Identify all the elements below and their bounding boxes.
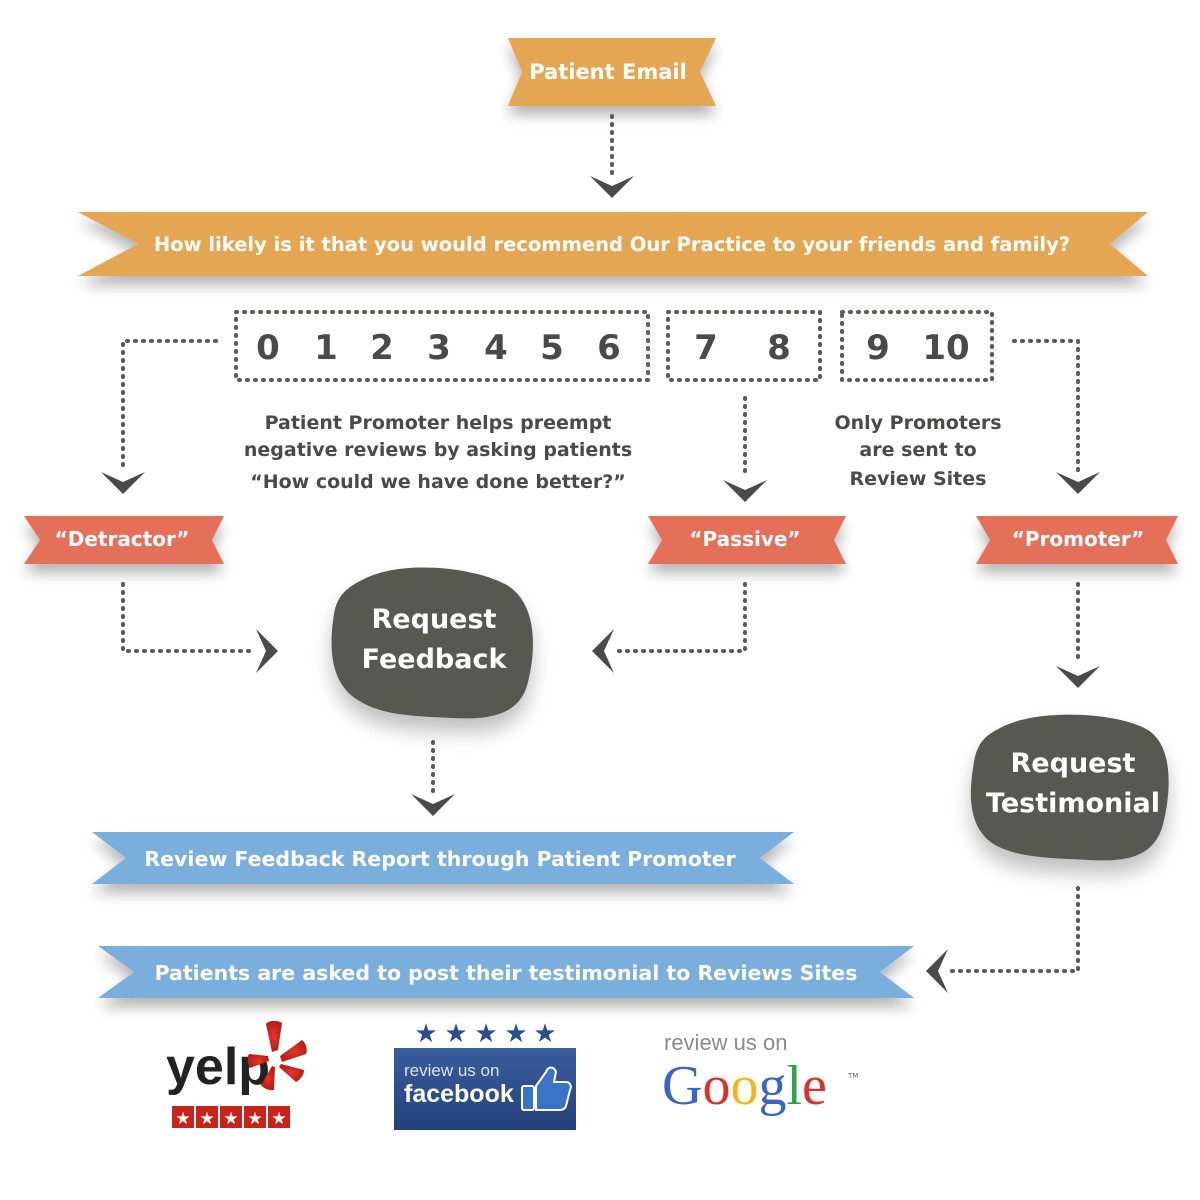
post-ribbon-text: Patients are asked to post their testimo… [155,961,858,985]
note-right-line-1: Only Promoters [834,412,1001,434]
detractor-note: Patient Promoter helps preempt negative … [244,412,632,493]
request-testimonial-blob [970,714,1169,861]
score-3: 3 [427,328,451,368]
promoter-ribbon [976,516,1178,564]
score-4: 4 [484,328,508,368]
svg-text:★: ★ [533,1019,556,1049]
report-ribbon-text: Review Feedback Report through Patient P… [144,847,736,871]
google-tm: TM [847,1072,858,1080]
score-2: 2 [370,328,394,368]
score-7: 7 [694,328,718,368]
score-9: 9 [866,328,890,368]
yelp-stars: ★ ★ ★ ★ ★ [172,1106,290,1129]
yelp-burst-icon [247,1020,307,1091]
svg-text:★: ★ [444,1019,467,1049]
svg-text:★: ★ [271,1109,286,1129]
patient-email-ribbon [508,38,716,106]
post-ribbon [98,946,914,998]
request-feedback-blob [331,567,533,719]
request-feedback-line-2: Feedback [362,644,508,675]
svg-text:★: ★ [199,1109,214,1129]
arrow-down-icon [1056,472,1100,494]
promoter-note: Only Promoters are sent to Review Sites [834,412,1001,490]
arrow-down-icon [590,176,634,198]
connector-passive-to-feedback [612,582,747,653]
promoter-scores: 9 10 [866,328,970,368]
connector-to-promoter [1012,339,1080,472]
connector-to-detractor [121,339,218,472]
question-text: How likely is it that you would recommen… [154,233,1070,256]
facebook-logo: ★ ★ ★ ★ ★ review us on facebook [394,1019,576,1130]
score-5: 5 [540,328,564,368]
passive-ribbon [648,516,846,564]
note-left-line-1: Patient Promoter helps preempt [265,412,612,434]
note-left-line-2: negative reviews by asking patients [244,439,632,461]
patient-email-label: Patient Email [529,60,687,84]
detractor-ribbon [24,516,224,564]
svg-text:★: ★ [414,1019,437,1049]
score-6: 6 [597,328,621,368]
promoter-label: “Promoter” [1012,527,1145,551]
arrow-left-icon [926,949,948,993]
facebook-stars: ★ ★ ★ ★ ★ [414,1019,556,1049]
google-logo: review us on Google TM [662,1030,858,1117]
facebook-small-text: review us on [404,1061,499,1080]
facebook-wordmark: facebook [404,1080,514,1108]
svg-text:★: ★ [175,1109,190,1129]
passive-score-box [666,310,822,382]
score-8: 8 [767,328,791,368]
yelp-logo: yelp ★ ★ ★ ★ ★ [166,1020,307,1129]
promoter-score-box [840,310,994,382]
arrow-down-icon [1056,666,1100,688]
request-feedback-line-1: Request [372,604,497,635]
score-1: 1 [314,328,338,368]
svg-text:★: ★ [474,1019,497,1049]
arrow-left-icon [592,629,614,673]
passive-scores: 7 8 [694,328,791,368]
svg-text:★: ★ [504,1019,527,1049]
note-right-line-2: are sent to [859,439,976,461]
note-right-line-3: Review Sites [850,468,987,490]
detractor-scores: 0 1 2 3 4 5 6 [256,328,621,368]
svg-text:★: ★ [247,1109,262,1129]
thumbs-up-icon [521,1066,572,1111]
arrow-down-icon [723,480,767,502]
score-0: 0 [256,328,280,368]
svg-text:★: ★ [223,1109,238,1129]
detractor-score-box [234,310,650,382]
google-wordmark: Google [662,1055,827,1117]
arrow-down-icon [101,472,145,494]
arrow-down-icon [411,794,455,816]
detractor-label: “Detractor” [55,527,190,551]
connector-detractor-to-feedback [121,582,258,653]
yelp-wordmark: yelp [166,1038,270,1096]
request-testimonial-line-2: Testimonial [986,788,1160,819]
report-ribbon [92,832,794,884]
arrow-right-icon [256,629,278,673]
passive-label: “Passive” [689,527,800,551]
request-testimonial-line-1: Request [1011,748,1136,779]
google-small-text: review us on [664,1030,788,1055]
note-left-line-3: “How could we have done better?” [250,471,626,493]
connector-testimonial-to-post [948,886,1080,973]
question-ribbon [78,212,1148,276]
score-10: 10 [922,328,969,368]
